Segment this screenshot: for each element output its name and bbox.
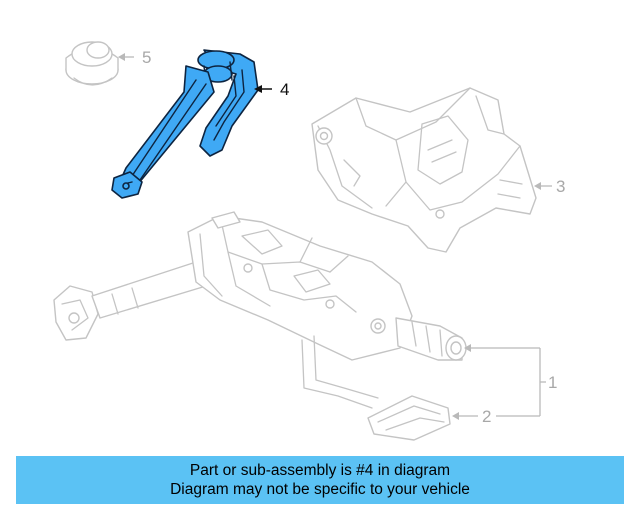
part-4-highlighted-lever [111, 49, 259, 199]
callout-5: 5 [118, 48, 151, 67]
callout-1: 1 [464, 344, 557, 416]
callout-3-label: 3 [556, 177, 565, 196]
banner-line-2: Diagram may not be specific to your vehi… [170, 481, 470, 498]
part-2-tilt-lever [367, 395, 451, 441]
callout-1-label: 1 [548, 373, 557, 392]
part-5-grommet [65, 41, 119, 86]
callout-5-label: 5 [142, 48, 151, 67]
banner-line-1: Part or sub-assembly is #4 in diagram [189, 462, 451, 479]
callout-4-label: 4 [280, 80, 289, 99]
callout-2-label: 2 [482, 407, 491, 426]
part-3-column-bracket [311, 87, 537, 253]
part-1-steering-column [53, 211, 467, 409]
callout-2: 2 [452, 407, 540, 426]
callout-3: 3 [534, 177, 565, 196]
disclaimer-banner: Part or sub-assembly is #4 in diagram Di… [16, 456, 624, 504]
parts-diagram: 5 4 3 1 2 [53, 41, 565, 441]
callout-4: 4 [254, 80, 289, 99]
